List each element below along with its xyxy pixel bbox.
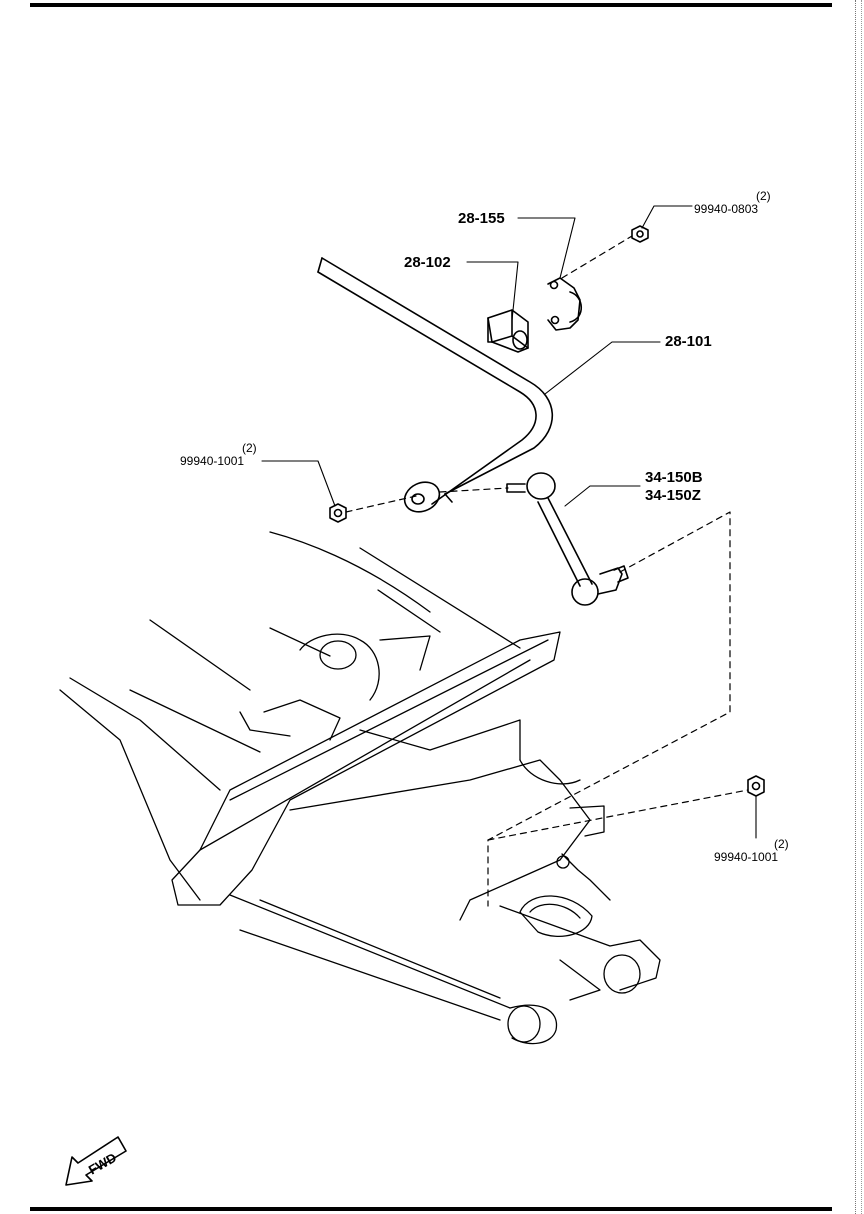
top-border-rule [30,3,832,7]
leader-lines [261,205,757,839]
qty-nut-upper: (2) [756,189,771,203]
page-edge-strip [855,0,862,1214]
bushing [487,309,529,353]
callout-28-102: 28-102 [404,254,451,271]
bottom-border-rule [30,1207,832,1211]
callout-28-155: 28-155 [458,210,505,227]
vehicle-frame [59,531,605,921]
forward-direction-arrow: FWD [62,1133,130,1189]
stabilizer-bar [317,257,554,513]
part-nut-right: 99940-1001 [714,850,779,864]
nut-upper [631,225,649,243]
nut-left [329,503,347,523]
qty-nut-right: (2) [774,837,789,851]
lower-control-arm [229,853,661,1045]
assembly-dashed-lines [345,235,749,907]
qty-nut-left: (2) [242,441,257,455]
callout-28-101: 28-101 [665,333,712,350]
part-nut-upper: 99940-0803 [694,202,759,216]
bushing-bracket [547,277,583,331]
callout-34-150z: 34-150Z [645,487,701,504]
nut-right [747,775,765,797]
callout-34-150b: 34-150B [645,469,703,486]
part-nut-left: 99940-1001 [180,454,245,468]
stabilizer-link [506,472,629,606]
